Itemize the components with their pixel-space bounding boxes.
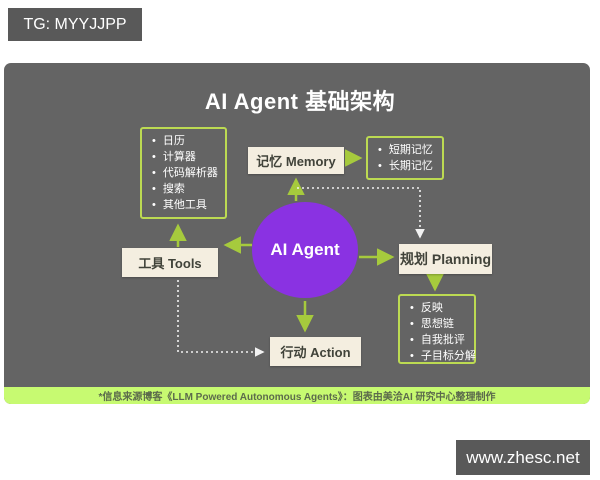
- list-item: 反映: [410, 300, 468, 316]
- website-badge: www.zhesc.net: [456, 440, 590, 475]
- tools-node: 工具 Tools: [122, 248, 218, 277]
- diagram-title: AI Agent 基础架构: [204, 89, 396, 114]
- action-node-label: 行动 Action: [280, 345, 351, 360]
- planning-node: 规划 Planning: [399, 244, 492, 274]
- planning-node-label: 规划 Planning: [400, 251, 491, 267]
- list-item: 计算器: [152, 149, 219, 165]
- list-item: 思想链: [410, 316, 468, 332]
- list-item: 自我批评: [410, 332, 468, 348]
- list-item: 子目标分解: [410, 348, 476, 364]
- tools-list-box: 日历 计算器 代码解析器 搜索 其他工具: [140, 127, 227, 219]
- tools-node-label: 工具 Tools: [138, 256, 202, 271]
- telegram-badge-label: TG: MYYJJPP: [23, 15, 127, 33]
- telegram-badge: TG: MYYJJPP: [8, 8, 142, 41]
- list-item: 长期记忆: [378, 158, 436, 174]
- memory-node: 记忆 Memory: [248, 147, 344, 174]
- list-item: 短期记忆: [378, 142, 436, 158]
- action-node: 行动 Action: [270, 337, 361, 366]
- website-badge-label: www.zhesc.net: [466, 447, 580, 467]
- ai-agent-center-node: AI Agent: [252, 202, 358, 298]
- memory-node-label: 记忆 Memory: [256, 154, 336, 169]
- planning-methods-list-box: 反映 思想链 自我批评 子目标分解: [398, 294, 476, 364]
- list-item: 日历: [152, 133, 219, 149]
- list-item: 其他工具: [152, 197, 219, 213]
- source-footer-bar: *信息来源博客《LLM Powered Autonomous Agents》：图…: [4, 387, 590, 404]
- list-item: 搜索: [152, 181, 219, 197]
- source-note: *信息来源博客《LLM Powered Autonomous Agents》：图…: [98, 392, 496, 403]
- ai-agent-label: AI Agent: [270, 240, 340, 259]
- list-item: 代码解析器: [152, 165, 219, 181]
- memory-types-list-box: 短期记忆 长期记忆: [366, 136, 444, 180]
